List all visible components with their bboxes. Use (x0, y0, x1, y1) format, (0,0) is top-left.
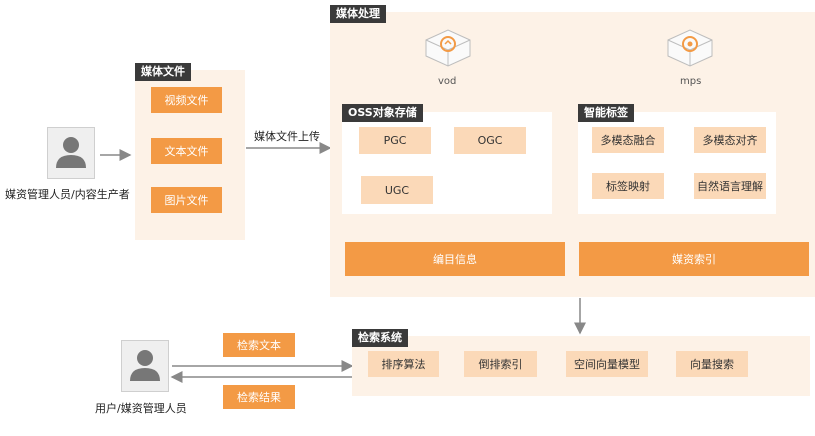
mps-label: mps (680, 76, 702, 87)
video-file-item: 视频文件 (151, 87, 222, 113)
bottom-actor-label: 用户/媒资管理人员 (95, 402, 187, 415)
search-text-chip: 检索文本 (223, 333, 295, 357)
text-file-item: 文本文件 (151, 138, 222, 164)
media-files-title: 媒体文件 (135, 63, 191, 81)
retrieval-item-inverted-index: 倒排索引 (464, 351, 537, 377)
tag-multimodal-alignment: 多模态对齐 (694, 127, 766, 153)
retrieval-item-vsm: 空间向量模型 (566, 351, 648, 377)
search-result-chip: 检索结果 (223, 385, 295, 409)
tag-label-mapping: 标签映射 (592, 173, 664, 199)
vod-cube-icon (418, 26, 478, 70)
tag-multimodal-fusion: 多模态融合 (592, 127, 664, 153)
bottom-actor-avatar (121, 340, 169, 392)
oss-item-ogc: OGC (454, 127, 526, 154)
retrieval-item-vector-search: 向量搜索 (676, 351, 748, 377)
oss-item-ugc: UGC (361, 176, 433, 204)
media-processing-title: 媒体处理 (330, 5, 386, 23)
mps-cube-icon (660, 26, 720, 70)
tag-nlu: 自然语言理解 (694, 173, 766, 199)
vod-label: vod (438, 76, 457, 87)
catalog-info-bar: 编目信息 (345, 242, 565, 276)
retrieval-title: 检索系统 (352, 329, 408, 347)
image-file-item: 图片文件 (151, 187, 222, 213)
oss-item-pgc: PGC (359, 127, 431, 154)
smart-tags-title: 智能标签 (578, 104, 634, 122)
top-actor-label: 媒资管理人员/内容生产者 (5, 188, 130, 201)
oss-title: OSS对象存储 (342, 104, 423, 122)
media-index-bar: 媒资索引 (579, 242, 809, 276)
person-icon (56, 137, 86, 168)
retrieval-item-ranking: 排序算法 (368, 351, 439, 377)
top-actor-avatar (47, 127, 95, 179)
person-icon (130, 350, 160, 381)
upload-label: 媒体文件上传 (254, 130, 320, 143)
